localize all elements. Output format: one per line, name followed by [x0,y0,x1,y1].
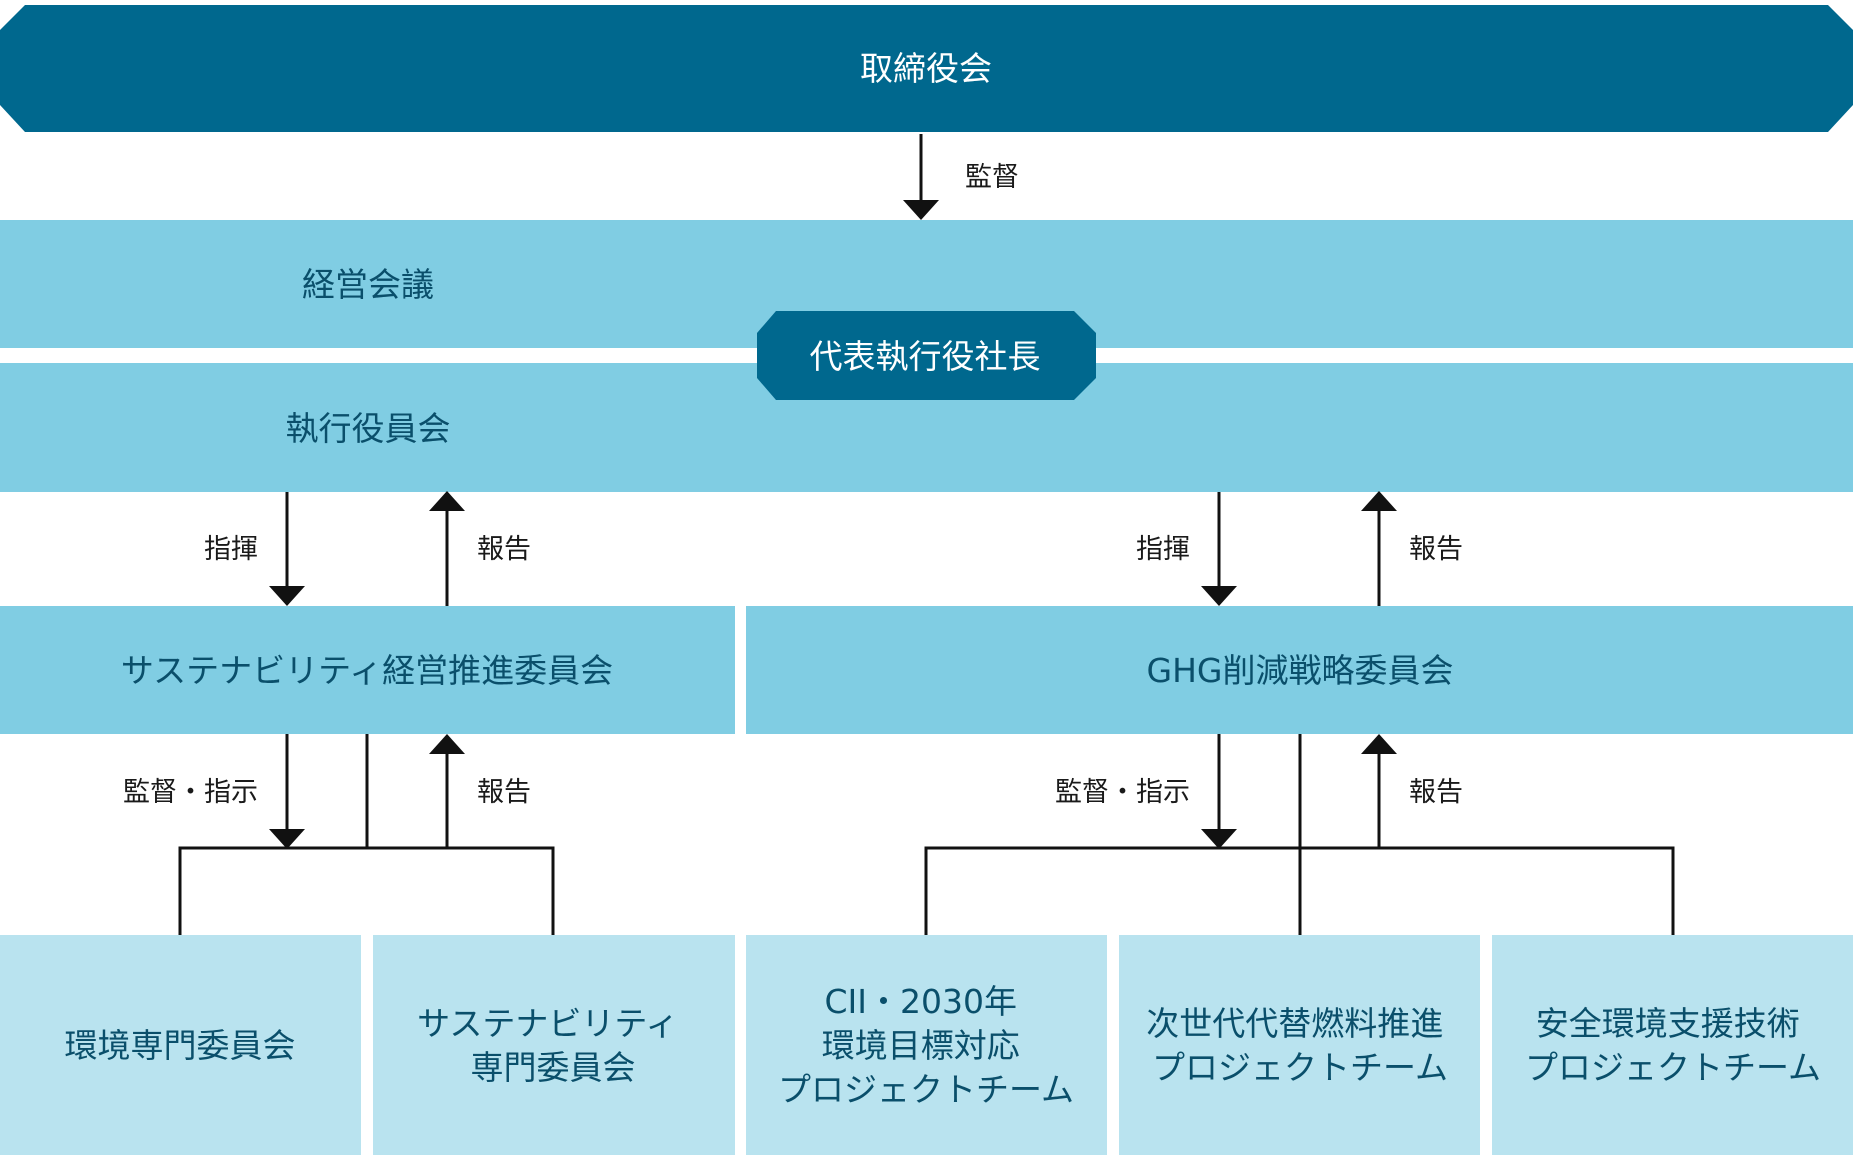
nextgen-team-line-1: 次世代代替燃料推進 [1146,1004,1443,1043]
cii-team-line-3: プロジェクトチーム [778,1070,1074,1109]
command-label-left: 指揮 [204,534,258,565]
sust-expert-committee-line-1: サステナビリティ [417,1004,678,1043]
exec-to-ghg-edges: 指揮 報告 [1136,491,1463,606]
report-label-left: 報告 [477,534,531,565]
cii-team-label: CII・2030年 環境目標対応 プロジェクトチーム [778,982,1074,1109]
nextgen-team-line-2: プロジェクトチーム [1152,1048,1448,1087]
cii-team-node: CII・2030年 環境目標対応 プロジェクトチーム [746,935,1107,1155]
cii-team-line-1: CII・2030年 [825,982,1018,1021]
sustainability-committee-box [0,606,735,734]
board-to-management-edge: 監督 [903,134,1019,220]
env-committee-node: 環境専門委員会 [0,935,361,1155]
report-label-right-lower: 報告 [1409,777,1463,808]
nextgen-team-node: 次世代代替燃料推進 プロジェクトチーム [1119,935,1480,1155]
supervise-instruct-label-left: 監督・指示 [123,777,258,808]
nextgen-team-box [1119,935,1480,1155]
cii-team-box [746,935,1107,1155]
ghg-committee-node: GHG削減戦略委員会 [746,606,1853,734]
safety-team-node: 安全環境支援技術 プロジェクトチーム [1492,935,1853,1155]
president-node: 代表執行役社長 [757,311,1096,400]
safety-team-label: 安全環境支援技術 プロジェクトチーム [1525,1004,1821,1087]
management-meeting-label: 経営会議 [302,265,434,304]
env-committee-box [0,935,361,1155]
supervise-label: 監督 [965,162,1019,193]
president-label: 代表執行役社長 [810,337,1041,376]
sust-expert-committee-label: サステナビリティ 専門委員会 [417,1004,689,1087]
safety-team-line-2: プロジェクトチーム [1525,1048,1821,1087]
exec-to-sustainability-edges: 指揮 報告 [204,491,531,606]
sustainability-committee-node: サステナビリティ経営推進委員会 [0,606,735,734]
board-label: 取締役会 [860,49,992,88]
ghg-committee-label: GHG削減戦略委員会 [1147,651,1454,690]
sust-expert-committee-box [373,935,735,1155]
report-label-right: 報告 [1409,534,1463,565]
sustainability-subtree-edges: 監督・指示 報告 [123,734,555,935]
executive-committee-label: 執行役員会 [286,409,451,448]
safety-team-line-1: 安全環境支援技術 [1536,1004,1800,1043]
cii-team-line-2: 環境目標対応 [822,1026,1020,1065]
report-label-left-lower: 報告 [477,777,531,808]
ghg-committee-box [746,606,1853,734]
env-committee-label: 環境専門委員会 [65,1026,296,1065]
ghg-subtree-edges: 監督・指示 報告 [924,734,1675,935]
president-shape [757,311,1096,400]
board-node: 取締役会 [0,5,1853,132]
supervise-instruct-label-right: 監督・指示 [1055,777,1190,808]
sustainability-committee-label: サステナビリティ経営推進委員会 [121,651,613,690]
safety-team-box [1492,935,1853,1155]
sust-expert-committee-node: サステナビリティ 専門委員会 [373,935,735,1155]
board-shape [0,5,1853,132]
sust-expert-committee-line-2: 専門委員会 [471,1048,636,1087]
nextgen-team-label: 次世代代替燃料推進 プロジェクトチーム [1146,1004,1454,1087]
command-label-right: 指揮 [1136,534,1190,565]
